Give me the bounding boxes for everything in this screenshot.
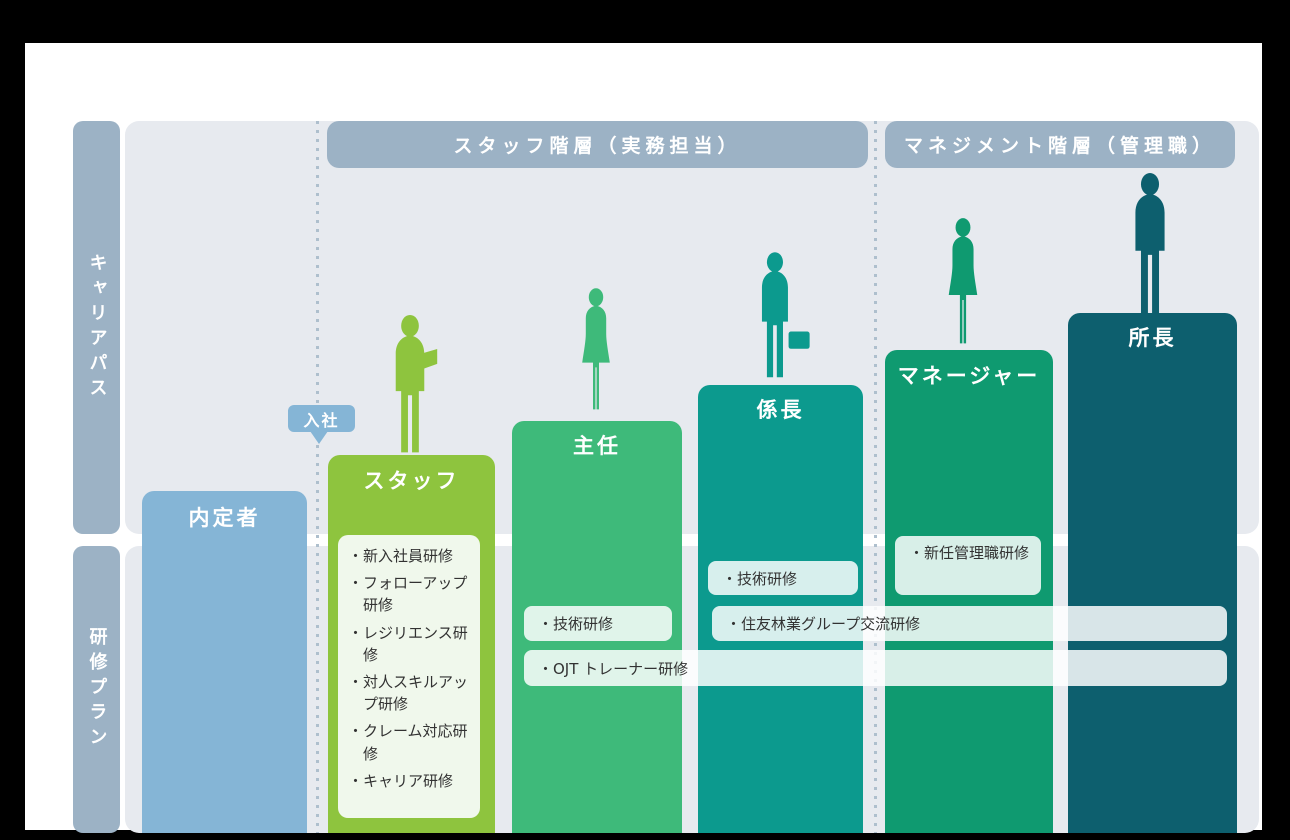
career-path-label: キャリアパス — [86, 252, 108, 403]
bar-kakaricho-label: 係長 — [756, 398, 805, 422]
bar-naiteisha: 内定者 — [142, 491, 307, 833]
management-divider-dotted-line — [874, 121, 877, 833]
staff-training-list: ・新入社員研修 ・フォローアップ研修 ・レジリエンス研修 ・対人スキルアップ研修… — [338, 535, 480, 818]
bar-shocho-label: 所長 — [1128, 326, 1177, 350]
ojt-trainer-training-box: ・OJT トレーナー研修 — [524, 650, 1227, 686]
training-item: ・レジリエンス研修 — [348, 623, 468, 664]
shocho-person-icon — [1135, 173, 1165, 314]
bar-shunin-label: 主任 — [573, 434, 621, 458]
training-item: ・対人スキルアップ研修 — [348, 672, 469, 714]
staff-person-icon — [395, 314, 438, 453]
staff-tier-header: スタッフ階層（実務担当） — [327, 121, 868, 168]
manager-new-training-label: ・新任管理職研修 — [909, 544, 1030, 562]
kakaricho-person-icon — [761, 252, 810, 378]
training-item: ・新入社員研修 — [348, 547, 454, 565]
entry-divider-dotted-line — [316, 121, 319, 833]
training-item: ・フォローアップ研修 — [348, 574, 468, 615]
training-plan-label-block: 研修プラン — [73, 546, 120, 833]
entry-badge-pointer — [310, 431, 328, 444]
career-training-diagram: キャリアパス 研修プラン スタッフ階層（実務担当） マネジメント階層（管理職） … — [25, 43, 1262, 833]
training-plan-label: 研修プラン — [86, 627, 108, 752]
manager-person-icon — [948, 218, 978, 344]
manager-new-training-box: ・新任管理職研修 — [895, 536, 1041, 595]
management-tier-header-label: マネジメント階層（管理職） — [903, 135, 1216, 157]
entry-badge: 入社 — [288, 405, 355, 444]
entry-badge-label: 入社 — [303, 410, 340, 430]
bar-manager-label: マネージャー — [897, 364, 1041, 388]
bar-staff-label: スタッフ — [363, 469, 460, 493]
training-item: ・クレーム対応研修 — [348, 722, 468, 763]
bar-naiteisha-label: 内定者 — [188, 506, 261, 530]
kakaricho-tech-training-box: ・技術研修 — [708, 561, 858, 595]
shunin-person-icon — [582, 288, 610, 410]
bar-shocho: 所長 — [1068, 313, 1237, 833]
staff-tier-header-label: スタッフ階層（実務担当） — [453, 135, 742, 157]
career-path-label-block: キャリアパス — [73, 121, 120, 534]
group-exchange-training-box: ・住友林業グループ交流研修 — [712, 606, 1227, 641]
training-item: ・キャリア研修 — [348, 771, 454, 790]
management-tier-header: マネジメント階層（管理職） — [885, 121, 1235, 168]
shunin-tech-training-box: ・技術研修 — [524, 606, 672, 641]
